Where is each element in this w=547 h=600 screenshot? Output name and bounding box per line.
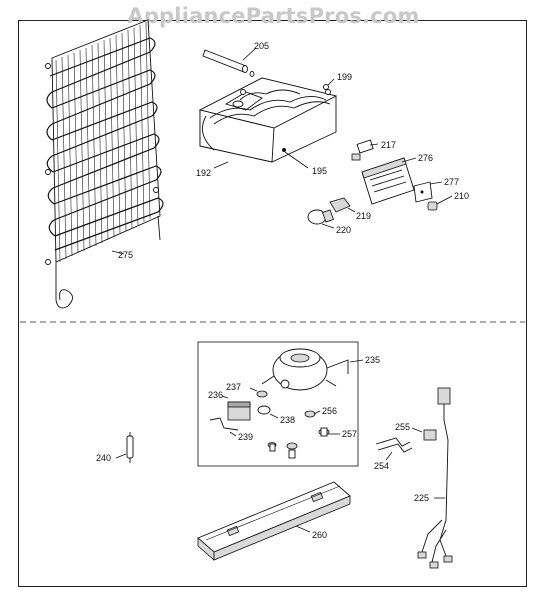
mounting-screw[interactable]	[323, 84, 329, 90]
harness-connector[interactable]	[423, 429, 437, 441]
label-256: 256	[322, 406, 337, 416]
label-235: 235	[365, 355, 380, 365]
label-225: 225	[414, 493, 429, 503]
label-276: 276	[418, 153, 433, 163]
label-257: 257	[342, 429, 357, 439]
label-254: 254	[374, 461, 389, 471]
mounting-sleeve[interactable]	[269, 427, 328, 459]
label-199: 199	[337, 72, 352, 82]
light-switch[interactable]	[351, 139, 374, 161]
cover-plate[interactable]	[413, 181, 433, 203]
wiring-harness[interactable]	[417, 387, 453, 569]
overload-cover[interactable]	[256, 390, 268, 398]
compressor-base-pan[interactable]	[197, 481, 351, 561]
relay-clip[interactable]	[209, 417, 239, 431]
label-260: 260	[312, 530, 327, 540]
label-210: 210	[454, 191, 469, 201]
light-bulb[interactable]	[307, 209, 334, 225]
label-275: 275	[118, 250, 133, 260]
light-housing[interactable]	[361, 157, 415, 205]
watermark: AppliancePartsPros.com	[127, 4, 420, 28]
compressor[interactable]	[261, 348, 349, 391]
label-255: 255	[395, 422, 410, 432]
bulb-bracket[interactable]	[329, 197, 351, 213]
diagram-frame	[18, 20, 527, 587]
grommet[interactable]	[267, 410, 330, 450]
label-217: 217	[381, 140, 396, 150]
label-219: 219	[356, 211, 371, 221]
label-192: 192	[196, 168, 211, 178]
label-237: 237	[226, 382, 241, 392]
label-239: 239	[238, 432, 253, 442]
label-236: 236	[208, 390, 223, 400]
label-205: 205	[254, 41, 269, 51]
compressor-kit-box	[197, 341, 359, 467]
drain-tube[interactable]	[202, 49, 255, 77]
jumper-wire[interactable]	[375, 437, 413, 453]
label-240: 240	[96, 453, 111, 463]
label-195: 195	[312, 166, 327, 176]
evaporator-drain-pan[interactable]	[198, 77, 338, 163]
label-238: 238	[280, 415, 295, 425]
control-knob[interactable]	[427, 201, 438, 211]
label-220: 220	[336, 225, 351, 235]
filter-drier[interactable]	[126, 432, 134, 463]
condenser-coil[interactable]	[45, 19, 164, 309]
start-relay[interactable]	[227, 401, 251, 421]
label-277: 277	[444, 177, 459, 187]
overload-clip[interactable]	[257, 405, 271, 415]
